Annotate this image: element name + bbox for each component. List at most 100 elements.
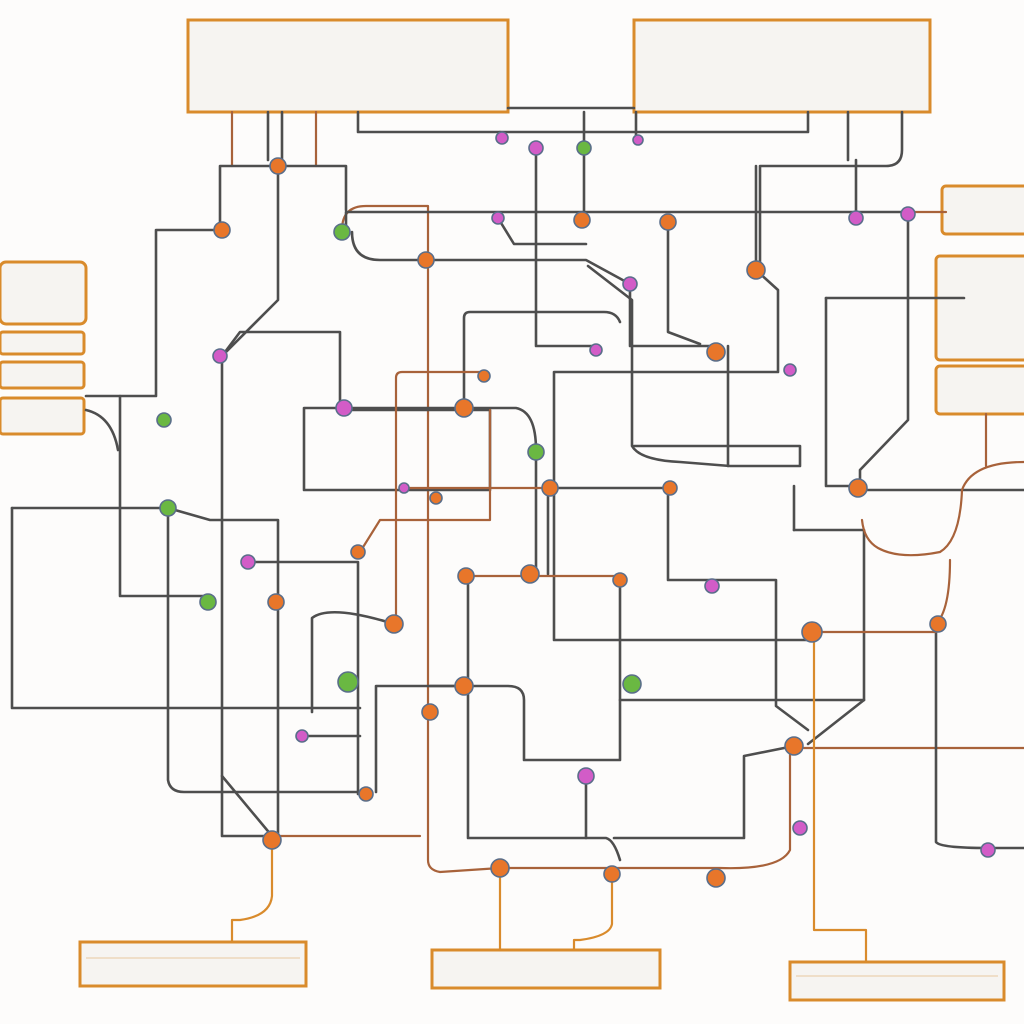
node-orange xyxy=(848,478,868,498)
node-orange xyxy=(269,157,287,175)
node-orange xyxy=(417,251,435,269)
node-green xyxy=(337,671,359,693)
node-pink xyxy=(398,482,410,494)
wire xyxy=(666,220,702,346)
node-orange xyxy=(358,786,374,802)
node-green xyxy=(527,443,545,461)
wire xyxy=(496,216,588,246)
block-bottom-left xyxy=(78,940,308,988)
node-pink xyxy=(295,729,309,743)
node-orange xyxy=(454,398,474,418)
wire xyxy=(220,774,274,838)
wire xyxy=(628,282,718,348)
node-orange xyxy=(213,221,231,239)
node-orange xyxy=(541,479,559,497)
wire xyxy=(858,210,910,488)
node-orange xyxy=(350,544,366,560)
block-left-stack-1 xyxy=(0,330,86,356)
node-orange xyxy=(573,211,591,229)
wire xyxy=(934,622,1024,850)
node-orange xyxy=(384,614,404,634)
node-green xyxy=(622,674,642,694)
node-green xyxy=(199,593,217,611)
node-orange xyxy=(612,572,628,588)
node-orange xyxy=(746,260,766,280)
wire xyxy=(374,578,622,794)
node-pink xyxy=(704,578,720,594)
wire xyxy=(934,558,952,626)
node-orange xyxy=(929,615,947,633)
wire xyxy=(824,296,862,488)
node-orange xyxy=(706,342,726,362)
block-left-upper xyxy=(0,260,88,326)
node-pink xyxy=(528,140,544,156)
nodes xyxy=(156,131,996,888)
wire xyxy=(504,746,792,870)
wire xyxy=(358,408,492,554)
wire xyxy=(462,310,622,410)
block-right-large xyxy=(934,254,1024,362)
node-orange xyxy=(520,564,540,584)
node-pink xyxy=(900,206,916,222)
wire xyxy=(666,486,810,732)
node-pink xyxy=(491,211,505,225)
node-pink xyxy=(783,363,797,377)
block-top-left xyxy=(186,18,510,114)
block-bottom-right xyxy=(788,960,1006,1002)
wire xyxy=(350,230,632,286)
node-pink xyxy=(848,210,864,226)
block-left-stack-2 xyxy=(0,360,86,390)
node-pink xyxy=(577,767,595,785)
wire xyxy=(10,506,362,710)
blocks xyxy=(0,18,1024,1002)
node-green xyxy=(576,140,592,156)
node-pink xyxy=(212,348,228,364)
node-orange xyxy=(662,480,678,496)
node-orange xyxy=(421,703,439,721)
block-bottom-center xyxy=(430,948,662,990)
node-orange xyxy=(262,830,282,850)
wire xyxy=(586,264,802,468)
node-pink xyxy=(980,842,996,858)
node-orange xyxy=(706,868,726,888)
wire xyxy=(118,228,222,598)
node-green xyxy=(333,223,351,241)
node-pink xyxy=(335,399,353,417)
node-orange xyxy=(603,865,621,883)
node-orange xyxy=(784,736,804,756)
wire xyxy=(792,528,866,746)
node-green xyxy=(156,412,172,428)
wire xyxy=(758,110,904,272)
block-top-right xyxy=(632,18,932,114)
node-orange xyxy=(454,676,474,696)
wire xyxy=(218,164,348,232)
wire xyxy=(394,370,484,626)
wire xyxy=(534,146,598,348)
wire xyxy=(466,574,622,862)
node-green xyxy=(159,499,177,517)
node-orange xyxy=(477,369,491,383)
node-pink xyxy=(632,134,644,146)
wire xyxy=(230,834,274,944)
node-pink xyxy=(792,820,808,836)
wire xyxy=(310,610,396,714)
wire xyxy=(812,632,868,964)
node-pink xyxy=(495,131,509,145)
node-orange xyxy=(267,593,285,611)
wire xyxy=(552,268,808,642)
wire xyxy=(10,506,362,794)
wire xyxy=(340,204,502,874)
block-right-lower xyxy=(934,364,1024,416)
wire xyxy=(246,560,360,796)
node-pink xyxy=(240,554,256,570)
node-pink xyxy=(622,276,638,292)
block-right-small xyxy=(940,184,1024,236)
wires xyxy=(10,106,1024,964)
wire xyxy=(572,872,614,952)
wire xyxy=(166,506,280,838)
node-orange xyxy=(659,213,677,231)
wire xyxy=(860,460,1024,557)
wire xyxy=(220,164,280,838)
node-orange xyxy=(801,621,823,643)
